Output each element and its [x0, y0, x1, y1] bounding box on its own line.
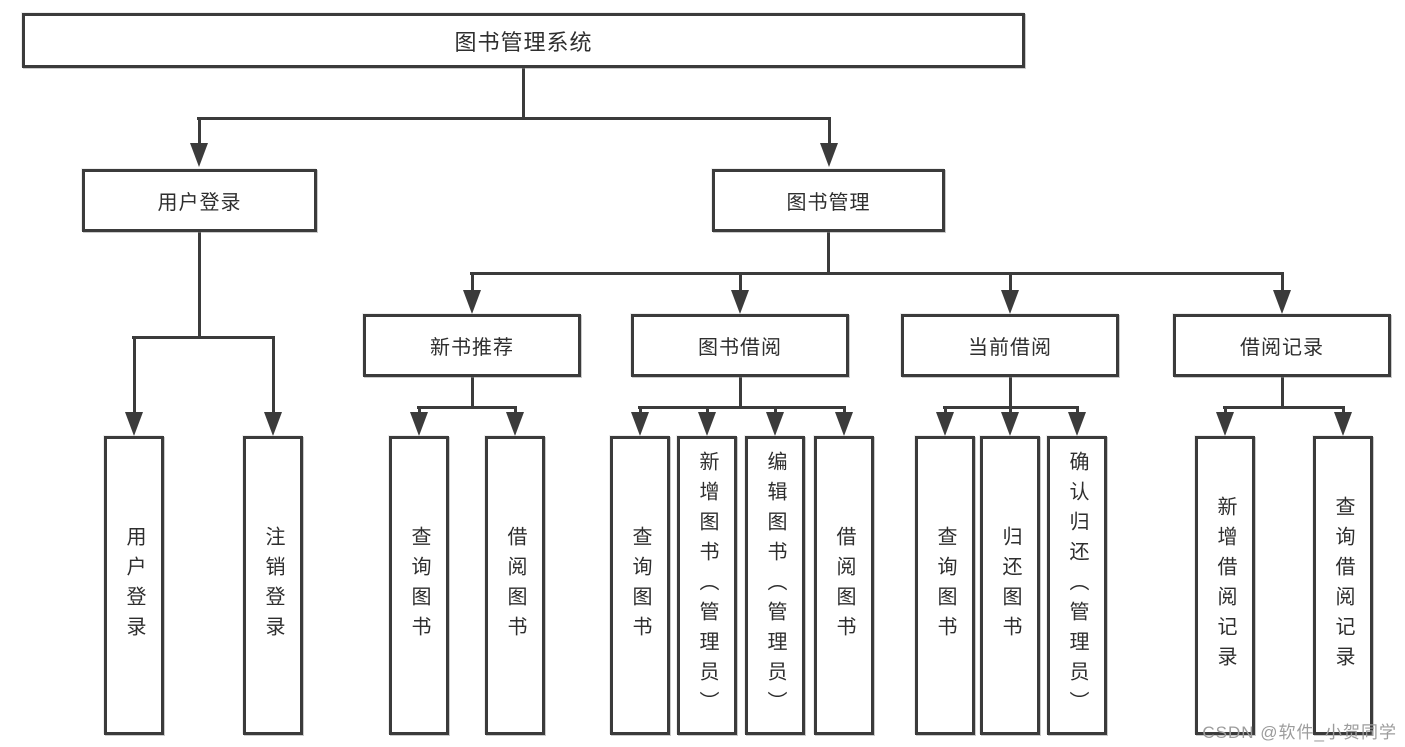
node-label: 当前借阅: [968, 337, 1052, 359]
leaf-recommend-borrow-books: 借阅图书: [485, 436, 545, 735]
arrow-down-icon: [1068, 412, 1086, 436]
node-label: 借阅记录: [1240, 337, 1324, 359]
arrow-down-icon: [1216, 412, 1234, 436]
leaf-current-confirm-return-admin: 确认归还（管理员）: [1047, 436, 1107, 735]
connector-line: [272, 336, 275, 414]
connector-line: [1009, 377, 1012, 406]
arrow-down-icon: [1334, 412, 1352, 436]
node-label: 查询图书: [934, 525, 956, 646]
leaf-logout: 注销登录: [243, 436, 303, 735]
leaf-borrowing-add-books-admin: 新增图书（管理员）: [677, 436, 737, 735]
leaf-records-query-borrow-record: 查询借阅记录: [1313, 436, 1373, 735]
arrow-down-icon: [1273, 290, 1291, 314]
leaf-user-login: 用户登录: [104, 436, 164, 735]
arrow-down-icon: [506, 412, 524, 436]
node-label: 查询图书: [629, 525, 651, 646]
connector-line: [739, 377, 742, 406]
node-label: 借阅图书: [833, 525, 855, 646]
node-user-login: 用户登录: [82, 169, 317, 232]
connector-line: [198, 117, 201, 145]
connector-line: [739, 272, 742, 292]
connector-line: [514, 406, 517, 414]
node-book-borrowing: 图书借阅: [631, 314, 849, 377]
connector-line: [1281, 272, 1284, 292]
node-label: 注销登录: [262, 525, 284, 646]
node-label: 图书借阅: [698, 337, 782, 359]
leaf-recommend-query-books: 查询图书: [389, 436, 449, 735]
connector-line: [198, 232, 201, 336]
node-label: 用户登录: [123, 525, 145, 646]
connector-line: [827, 232, 830, 272]
node-book-management: 图书管理: [712, 169, 945, 232]
node-current-borrowing: 当前借阅: [901, 314, 1119, 377]
node-label: 新书推荐: [430, 337, 514, 359]
arrow-down-icon: [820, 143, 838, 167]
connector-line: [1009, 406, 1012, 414]
arrow-down-icon: [698, 412, 716, 436]
arrow-down-icon: [835, 412, 853, 436]
arrow-down-icon: [1001, 412, 1019, 436]
arrow-down-icon: [410, 412, 428, 436]
connector-line: [843, 406, 846, 414]
node-library-management-system: 图书管理系统: [22, 13, 1025, 68]
connector-line: [1342, 406, 1345, 414]
node-label: 借阅图书: [504, 525, 526, 646]
arrow-down-icon: [936, 412, 954, 436]
connector-line: [1076, 406, 1079, 414]
connector-line: [471, 377, 474, 406]
connector-line: [132, 336, 275, 339]
arrow-down-icon: [631, 412, 649, 436]
arrow-down-icon: [766, 412, 784, 436]
leaf-borrowing-query-books: 查询图书: [610, 436, 670, 735]
arrow-down-icon: [264, 412, 282, 436]
connector-line: [639, 406, 642, 414]
connector-line: [944, 406, 947, 414]
node-label: 查询图书: [408, 525, 430, 646]
connector-line: [522, 68, 525, 117]
connector-line: [418, 406, 421, 414]
connector-line: [706, 406, 709, 414]
arrow-down-icon: [731, 290, 749, 314]
node-label: 确认归还（管理员）: [1066, 450, 1088, 721]
leaf-records-add-borrow-record: 新增借阅记录: [1195, 436, 1255, 735]
connector-line: [417, 406, 517, 409]
connector-line: [828, 117, 831, 145]
node-label: 新增图书（管理员）: [696, 450, 718, 721]
node-label: 图书管理: [786, 192, 871, 214]
connector-line: [1009, 272, 1012, 292]
node-label: 用户登录: [157, 192, 242, 214]
node-label: 新增借阅记录: [1214, 495, 1236, 676]
connector-line: [774, 406, 777, 414]
connector-line: [133, 336, 136, 414]
arrow-down-icon: [125, 412, 143, 436]
leaf-current-return-books: 归还图书: [980, 436, 1040, 735]
leaf-borrowing-borrow-books: 借阅图书: [814, 436, 874, 735]
node-label: 编辑图书（管理员）: [764, 450, 786, 721]
node-label: 查询借阅记录: [1332, 495, 1354, 676]
arrow-down-icon: [463, 290, 481, 314]
arrow-down-icon: [1001, 290, 1019, 314]
node-label: 图书管理系统: [454, 29, 593, 55]
connector-line: [1224, 406, 1227, 414]
node-label: 归还图书: [999, 525, 1021, 646]
leaf-borrowing-edit-books-admin: 编辑图书（管理员）: [745, 436, 805, 735]
connector-line: [470, 272, 1284, 275]
leaf-current-query-books: 查询图书: [915, 436, 975, 735]
connector-line: [638, 406, 846, 409]
node-borrow-records: 借阅记录: [1173, 314, 1391, 377]
arrow-down-icon: [190, 143, 208, 167]
connector-line: [197, 117, 831, 120]
csdn-watermark: CSDN @软件_小贺同学: [1202, 723, 1397, 742]
connector-line: [1281, 377, 1284, 406]
connector-line: [471, 272, 474, 292]
node-new-book-recommend: 新书推荐: [363, 314, 581, 377]
connector-line: [1223, 406, 1345, 409]
